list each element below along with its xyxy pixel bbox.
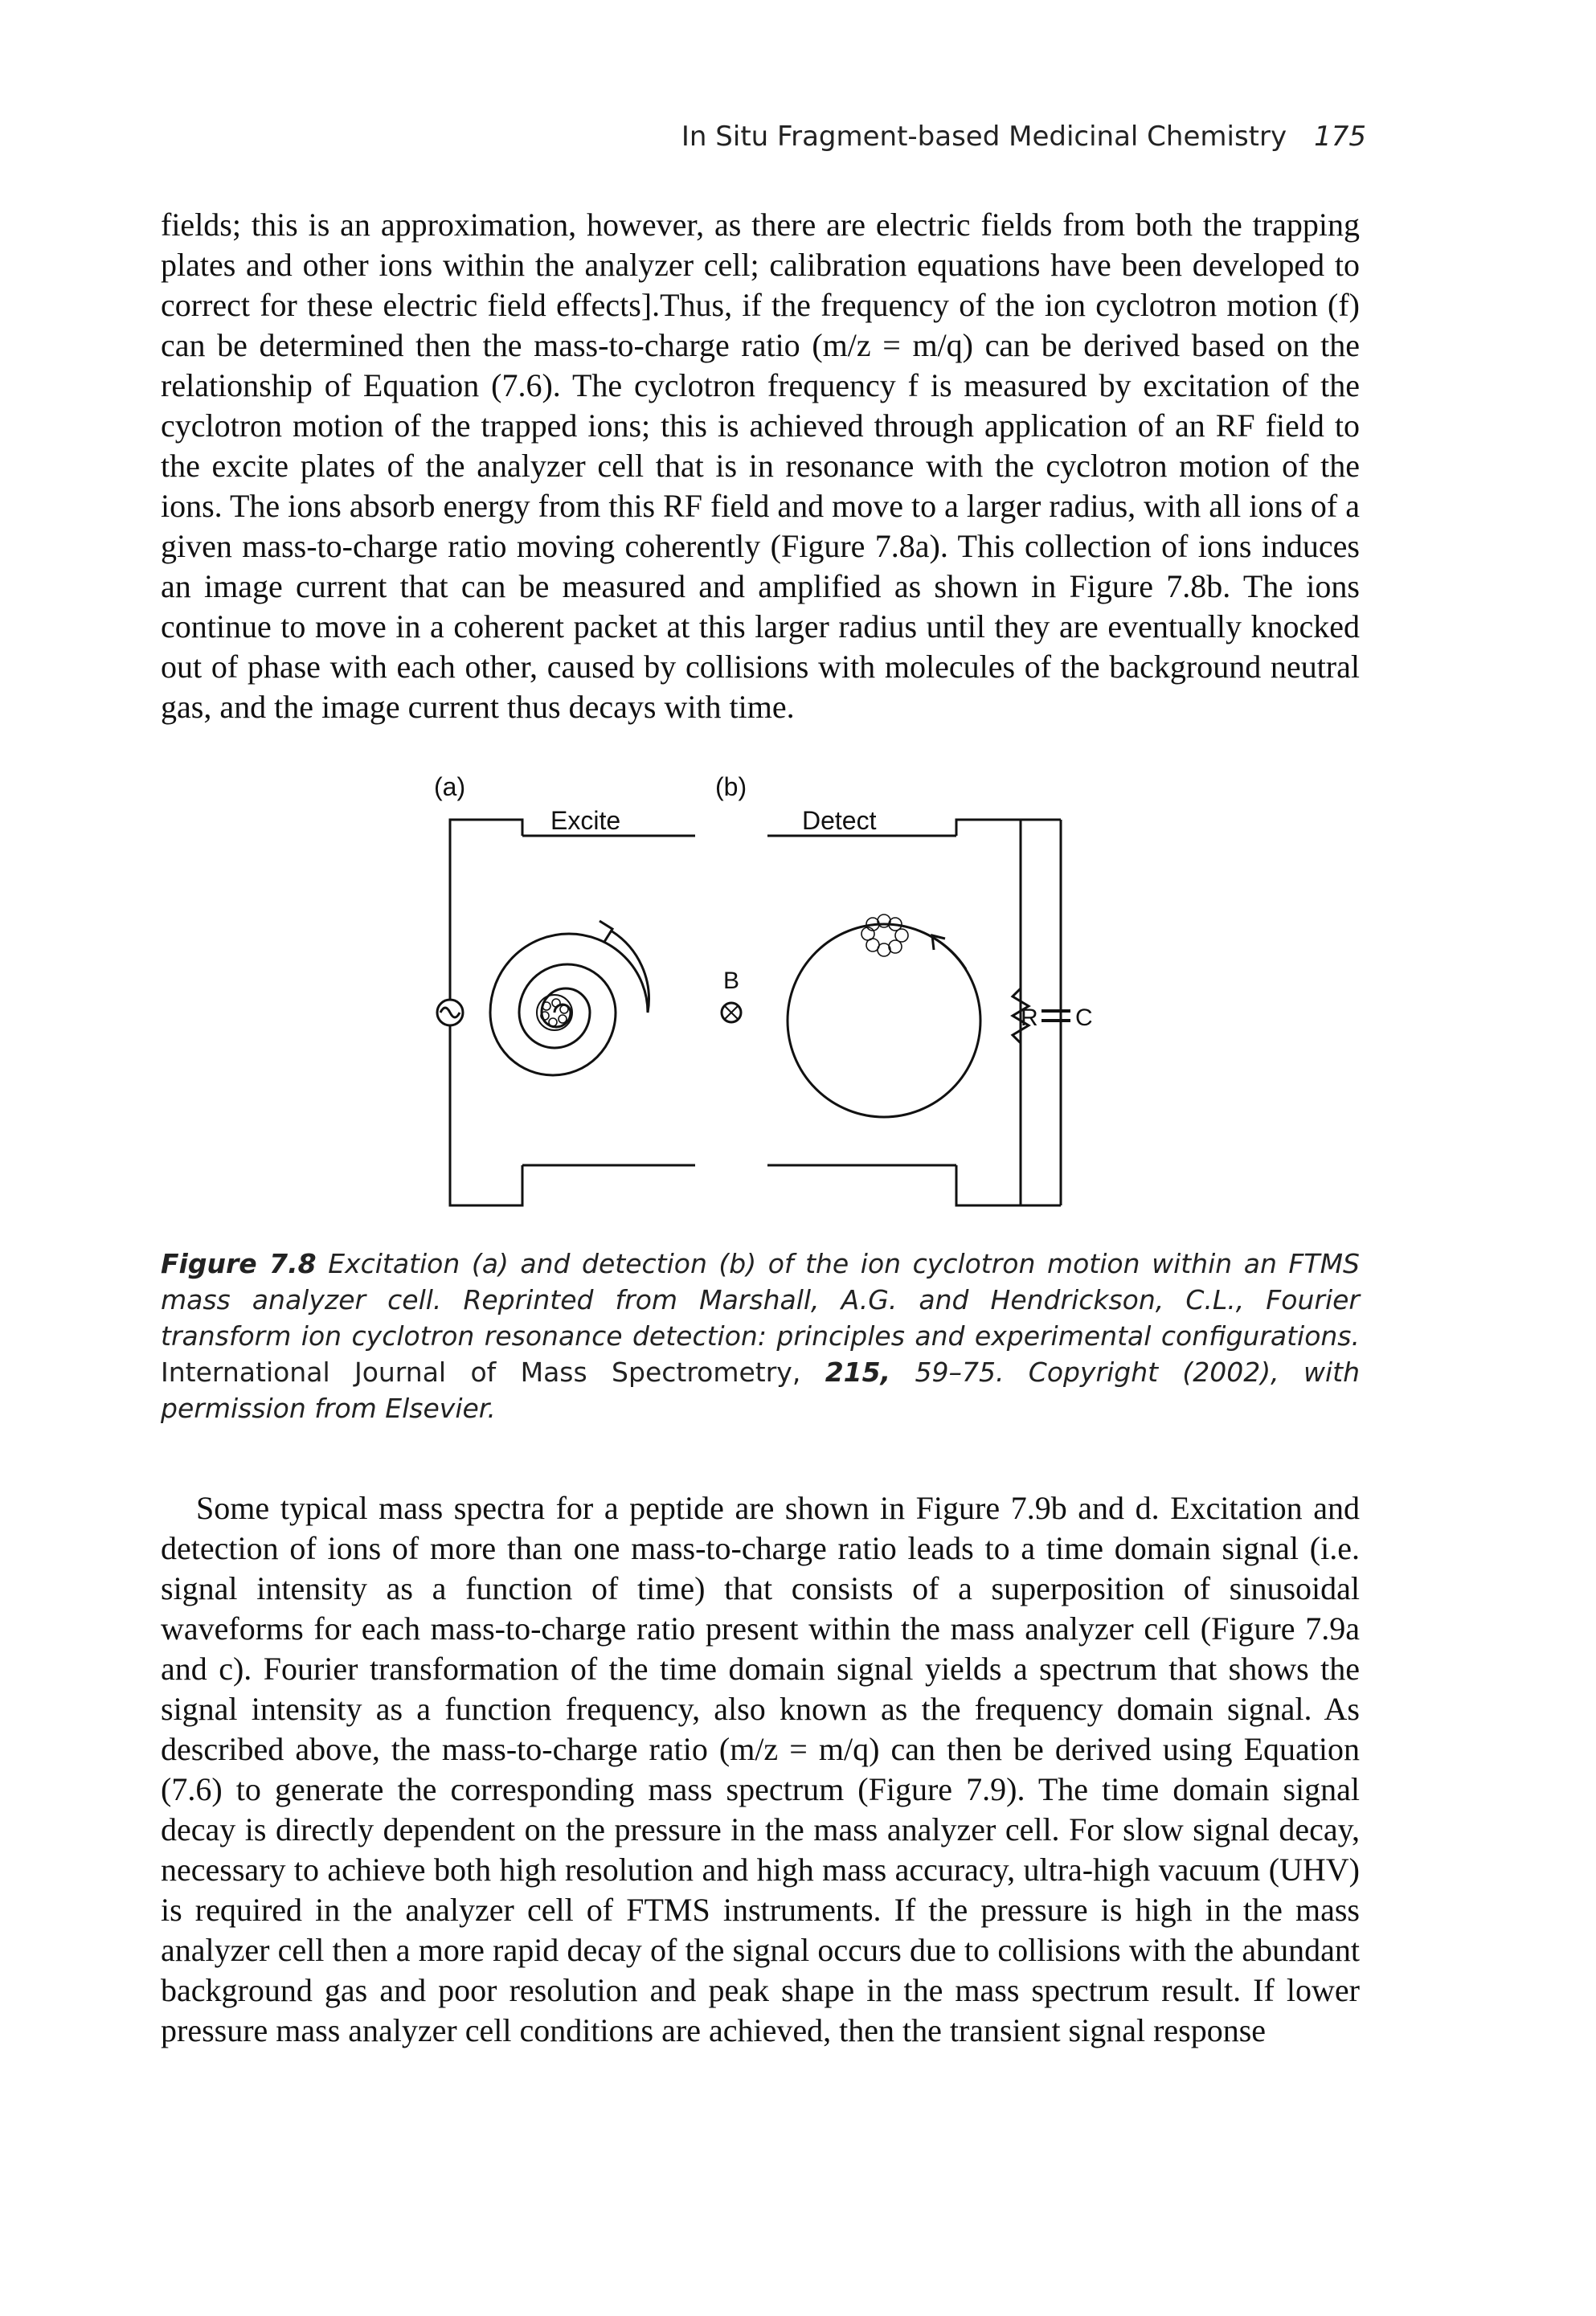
caption-volume: 215, <box>825 1356 891 1388</box>
running-title: In Situ Fragment-based Medicinal Chemist… <box>681 121 1287 153</box>
orbit-arrow <box>931 935 968 970</box>
spiral-arrowhead <box>599 919 615 943</box>
caption-text-2: 59–75. Copyright (2002), with permission… <box>161 1356 1360 1424</box>
figure-caption: Figure 7.8 Excitation (a) and detection … <box>161 1246 1360 1426</box>
b-field-icon <box>720 1001 743 1024</box>
panel-a-label: (a) <box>434 772 465 801</box>
cyclotron-orbit <box>786 923 982 1119</box>
ftms-cell-diagram: (a) (b) Excite Detect B R C <box>434 772 1093 1207</box>
body-paragraph-2: Some typical mass spectra for a peptide … <box>161 1490 1360 2048</box>
running-header: In Situ Fragment-based Medicinal Chemist… <box>161 121 1366 153</box>
caption-figure-label: Figure 7.8 <box>161 1248 317 1279</box>
figure-7-8: (a) (b) Excite Detect B R C <box>402 771 1125 1221</box>
detect-label: Detect <box>802 806 877 835</box>
capacitor-label: C <box>1075 1005 1093 1031</box>
resistor-icon <box>1010 987 1031 1045</box>
caption-journal: International Journal of Mass Spectromet… <box>161 1356 801 1388</box>
excite-label: Excite <box>550 806 620 835</box>
b-field-label: B <box>723 968 739 994</box>
ion-packet <box>861 914 909 957</box>
caption-text-1: Excitation (a) and detection (b) of the … <box>161 1248 1360 1352</box>
resistor-label: R <box>1021 1005 1038 1031</box>
orbit-arrowhead <box>931 934 946 951</box>
detect-plate-frame <box>955 818 1022 1207</box>
panel-b-label: (b) <box>715 772 747 801</box>
page-number: 175 <box>1314 121 1366 153</box>
body-paragraph-1: fields; this is an approximation, howeve… <box>161 207 1360 725</box>
